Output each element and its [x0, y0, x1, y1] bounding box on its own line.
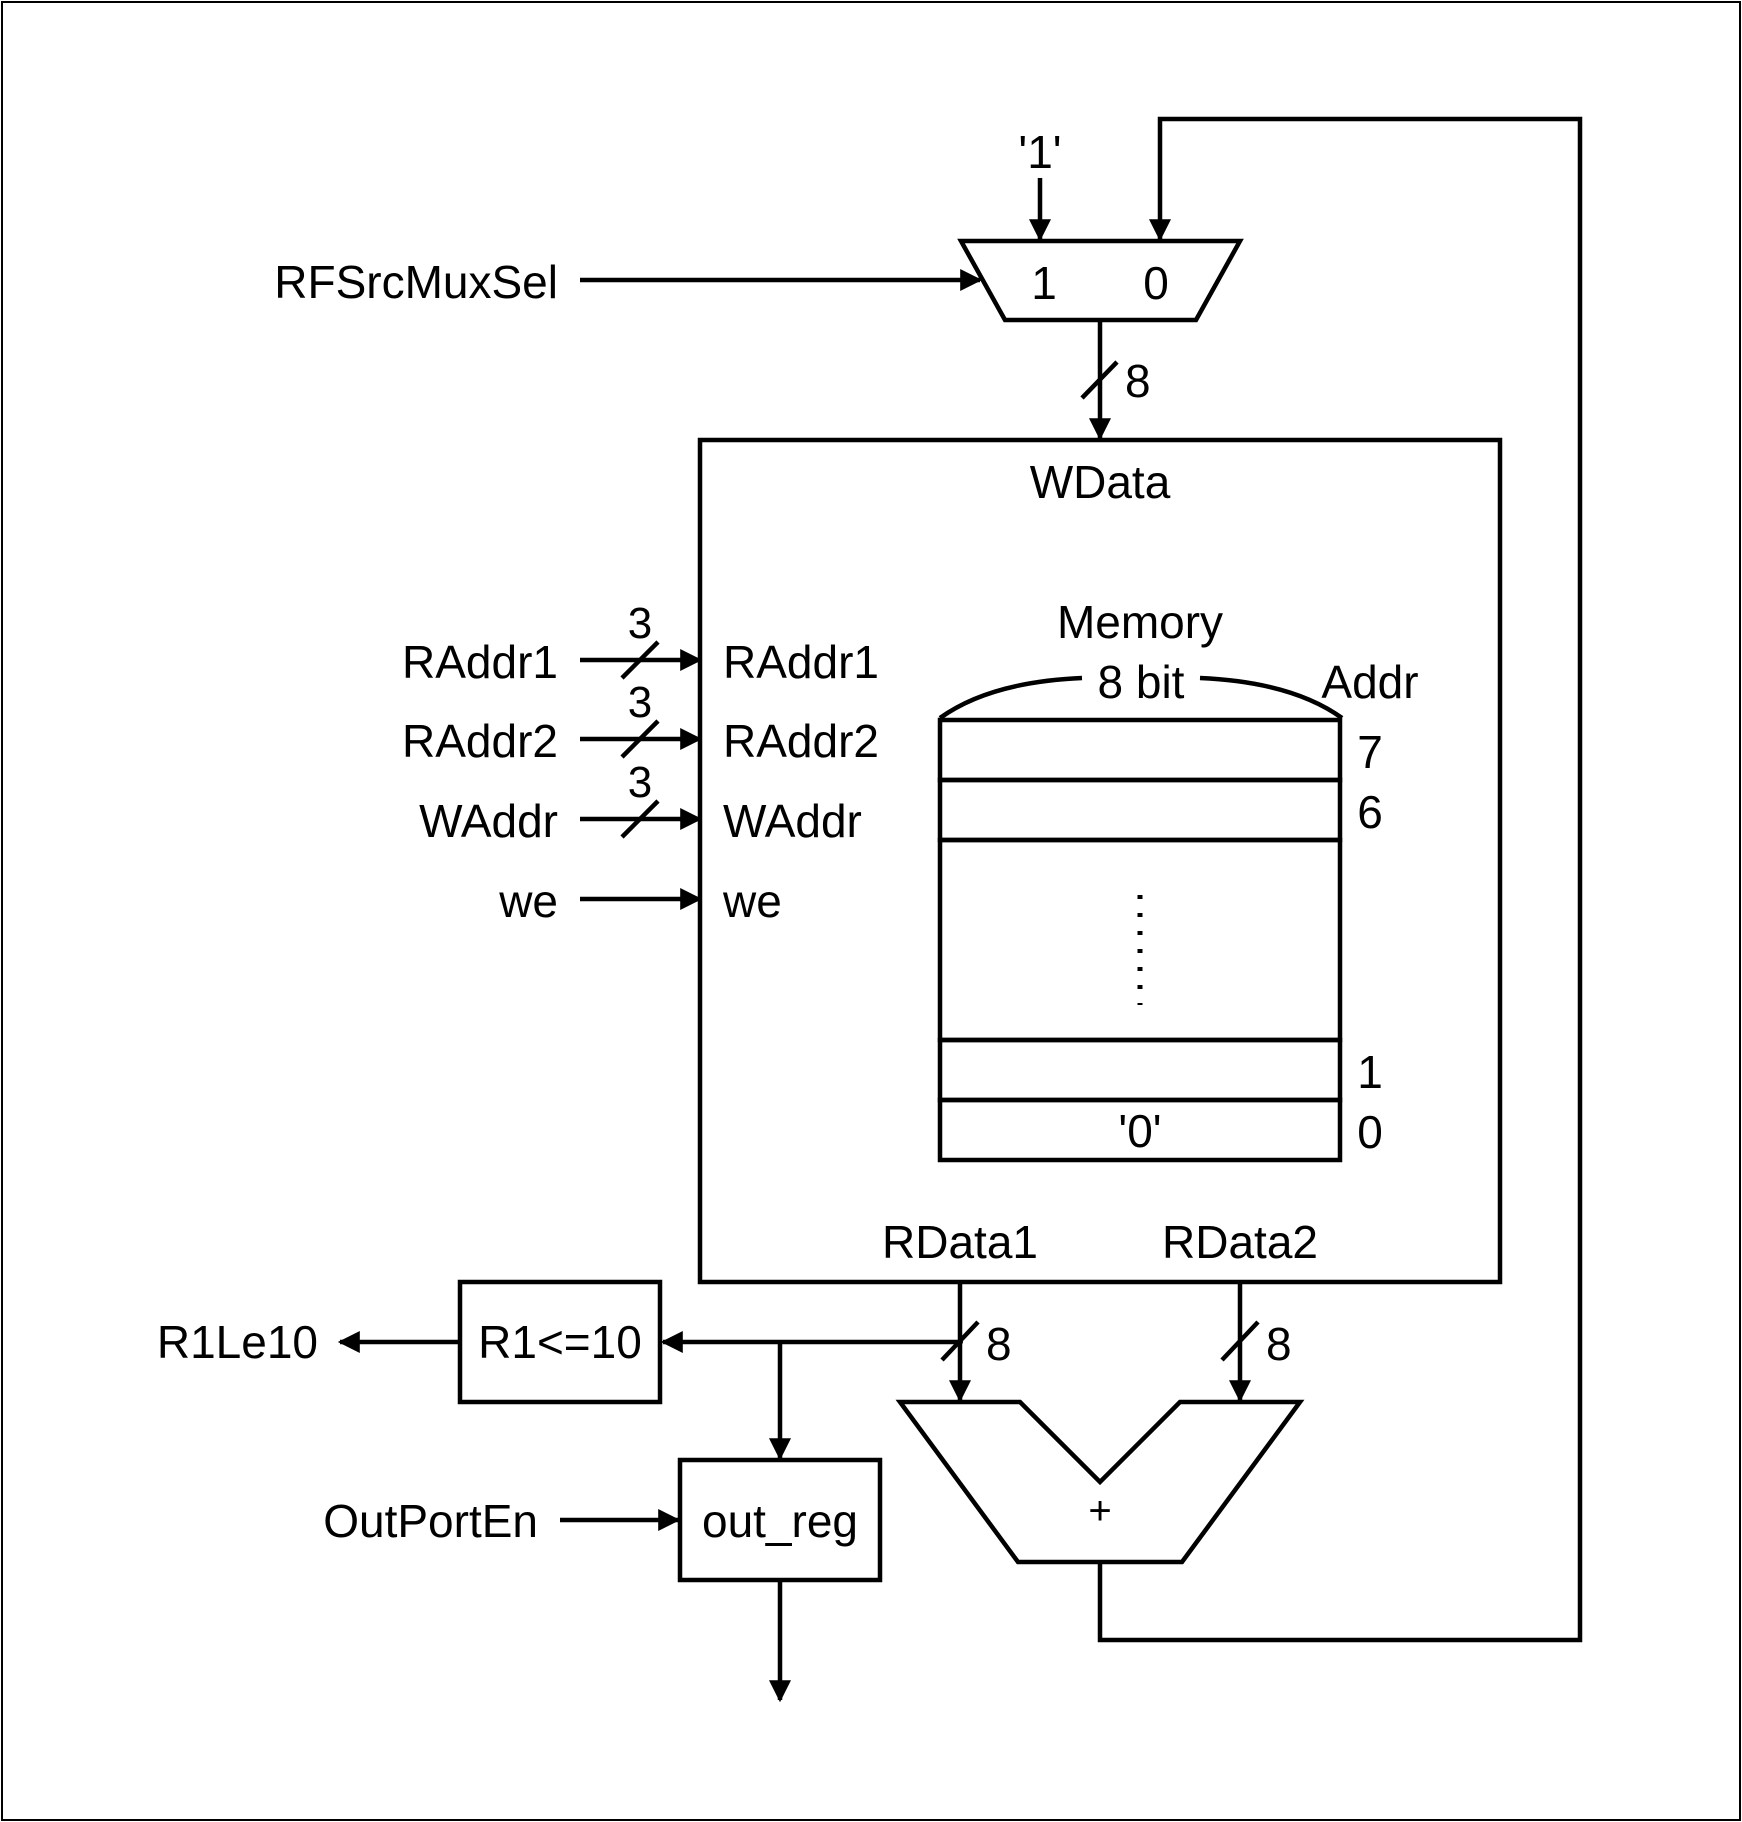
rf-src-mux: 1 0 — [957, 238, 1244, 323]
memory-addr-0: 0 — [1357, 1106, 1383, 1158]
raddr2-input-label: RAddr2 — [402, 715, 558, 767]
memory-row-0-value: '0' — [1118, 1105, 1161, 1157]
rdata2-port-label: RData2 — [1162, 1216, 1318, 1268]
rdata1-port-label: RData1 — [882, 1216, 1038, 1268]
comparator-output-label: R1Le10 — [157, 1316, 318, 1368]
we-port-label: we — [722, 875, 782, 927]
mux-output-width-label: 8 — [1125, 355, 1151, 407]
waddr-width-label: 3 — [628, 758, 652, 807]
register-file-block — [697, 437, 1503, 1285]
wdata-port-label: WData — [1030, 456, 1171, 508]
memory-title: Memory — [1057, 596, 1223, 648]
memory-addr-1: 1 — [1357, 1046, 1383, 1098]
memory-array: Memory 8 bit Addr '0' 7 6 1 0 — [937, 596, 1419, 1163]
out-reg-label: out_reg — [702, 1495, 858, 1547]
adder-op-label: + — [1088, 1489, 1111, 1533]
we-input-label: we — [498, 875, 558, 927]
memory-row-1 — [937, 1037, 1343, 1103]
adder-feedback-wire — [1097, 116, 1583, 1643]
memory-word-width-brace — [938, 675, 1344, 720]
raddr1-bus-slash — [620, 640, 660, 680]
rdata2-width-label: 8 — [1266, 1318, 1292, 1370]
out-port-en-label: OutPortEn — [323, 1495, 538, 1547]
raddr2-width-label: 3 — [628, 678, 652, 727]
waddr-port-label: WAddr — [723, 795, 862, 847]
memory-addr-header: Addr — [1321, 656, 1418, 708]
raddr1-input-label: RAddr1 — [402, 636, 558, 688]
raddr2-port-label: RAddr2 — [723, 715, 879, 767]
memory-addr-7: 7 — [1357, 726, 1383, 778]
memory-word-width-label: 8 bit — [1098, 656, 1185, 708]
waddr-bus-slash — [620, 799, 660, 839]
comparator-label: R1<=10 — [478, 1316, 642, 1368]
memory-row-7 — [937, 717, 1343, 783]
memory-row-0 — [937, 1097, 1343, 1163]
raddr2-bus-slash — [620, 719, 660, 759]
memory-row-6 — [937, 777, 1343, 843]
waddr-input-label: WAddr — [419, 795, 558, 847]
adder: + — [895, 1399, 1305, 1565]
rdata1-width-label: 8 — [986, 1318, 1012, 1370]
rdata1-junction — [957, 1339, 963, 1345]
raddr1-width-label: 3 — [628, 599, 652, 648]
mux-input-1-label: 1 — [1031, 257, 1057, 309]
rf-src-mux-sel-label: RFSrcMuxSel — [274, 256, 558, 308]
rdata2-bus-slash — [1220, 1320, 1260, 1362]
memory-rows-middle — [937, 837, 1343, 1043]
mux-input-0-label: 0 — [1143, 257, 1169, 309]
memory-addr-6: 6 — [1357, 786, 1383, 838]
mux-shape — [957, 238, 1244, 323]
mux-const-input-label: '1' — [1018, 126, 1061, 178]
adder-shape — [895, 1399, 1305, 1565]
mux-output-bus-slash — [1080, 360, 1119, 400]
raddr1-port-label: RAddr1 — [723, 636, 879, 688]
